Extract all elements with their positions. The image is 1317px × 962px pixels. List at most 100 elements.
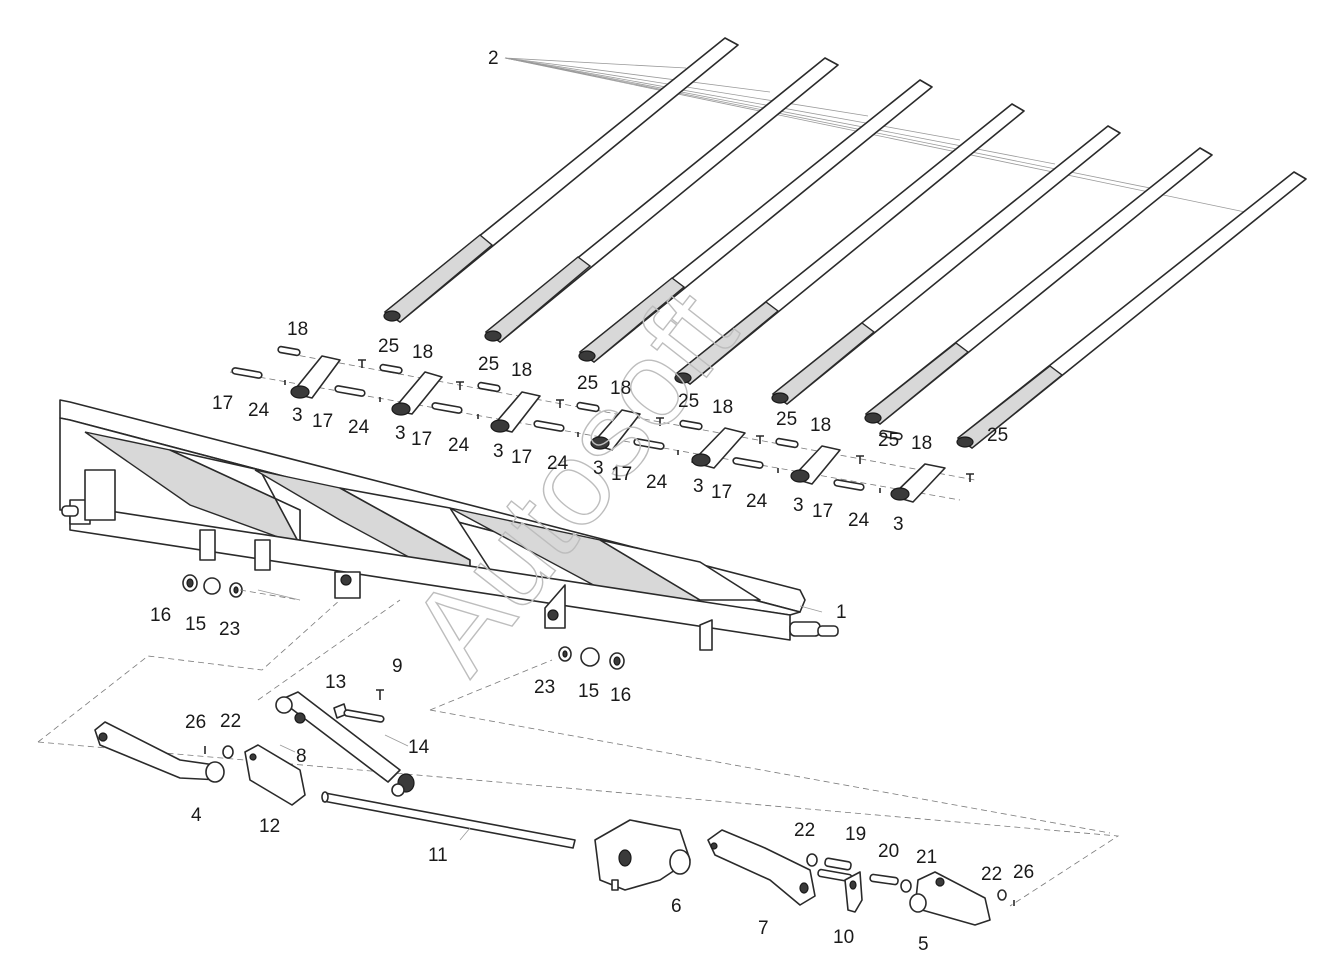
callout-14: 14 <box>408 737 430 758</box>
callout-17-g: 17 <box>812 501 833 522</box>
callout-3-a: 3 <box>292 405 303 426</box>
callout-25-d: 25 <box>678 391 699 412</box>
tine-7 <box>956 171 1307 449</box>
holder-6 <box>732 437 841 485</box>
callout-18-e: 18 <box>712 397 733 418</box>
callout-17-c: 17 <box>411 429 432 450</box>
callout-20: 20 <box>878 841 899 862</box>
holders-row <box>231 345 974 503</box>
callout-25-c: 25 <box>577 373 598 394</box>
main-frame <box>59 399 839 651</box>
tine-5 <box>771 125 1121 405</box>
hub-6 <box>594 819 691 891</box>
callout-8: 8 <box>296 746 307 767</box>
callout-17-a: 17 <box>212 393 233 414</box>
callout-13: 13 <box>325 672 346 693</box>
callout-18-g: 18 <box>911 433 932 454</box>
callout-24-g: 24 <box>848 510 870 531</box>
pin-14 <box>343 709 385 723</box>
callout-17-d: 17 <box>511 447 532 468</box>
callout-24-f: 24 <box>746 491 768 512</box>
holder-4 <box>533 401 641 451</box>
callout-17-b: 17 <box>312 411 333 432</box>
callout-3-f: 3 <box>793 495 804 516</box>
callout-21: 21 <box>916 847 937 868</box>
tine-2 <box>484 57 839 343</box>
callout-3-g: 3 <box>893 514 904 535</box>
cylinder-8 <box>275 691 415 797</box>
shaft-11 <box>321 791 576 849</box>
bracket-12 <box>244 744 306 806</box>
washer-22-far <box>997 889 1007 901</box>
callout-6: 6 <box>671 896 682 917</box>
arm-7 <box>707 829 816 906</box>
cotter-pins <box>284 359 974 493</box>
callout-25-f: 25 <box>878 430 899 451</box>
holder-2 <box>334 363 443 416</box>
holder-1 <box>231 345 341 399</box>
callout-25-e: 25 <box>776 409 797 430</box>
callout-4: 4 <box>191 805 202 826</box>
lower-assembly <box>94 689 1015 926</box>
callout-24-a: 24 <box>248 400 270 421</box>
callout-19: 19 <box>845 824 866 845</box>
callout-5: 5 <box>918 934 929 955</box>
callout-25-b: 25 <box>478 354 499 375</box>
callout-2: 2 <box>488 48 499 69</box>
callout-17-f: 17 <box>711 482 732 503</box>
pin-9 <box>376 689 384 700</box>
callout-10: 10 <box>833 927 854 948</box>
callout-24-d: 24 <box>547 453 569 474</box>
callout-3-e: 3 <box>693 476 704 497</box>
callout-3-d: 3 <box>593 458 604 479</box>
callout-1: 1 <box>836 602 847 623</box>
assembly-lines <box>37 589 1120 907</box>
nuts-washers-left <box>182 574 243 598</box>
callout-25-g: 25 <box>987 425 1008 446</box>
callout-25-a: 25 <box>378 336 399 357</box>
holder-3 <box>431 381 541 433</box>
callout-labels: 2 18 25 18 25 18 25 18 25 18 25 18 25 18… <box>150 48 1034 955</box>
pin-20 <box>869 873 899 886</box>
callout-23-right: 23 <box>534 677 555 698</box>
pin-19 <box>824 857 852 871</box>
callout-18-a: 18 <box>287 319 308 340</box>
callout-24-e: 24 <box>646 472 668 493</box>
callout-18-c: 18 <box>511 360 532 381</box>
callout-15-right: 15 <box>578 681 599 702</box>
callout-16-left: 16 <box>150 605 171 626</box>
callout-3-c: 3 <box>493 441 504 462</box>
callout-16-right: 16 <box>610 685 631 706</box>
washer-21 <box>900 879 912 893</box>
callout-22-left: 22 <box>220 711 241 732</box>
callout-26-right: 26 <box>1013 862 1034 883</box>
callout-18-b: 18 <box>412 342 433 363</box>
tine-1 <box>383 37 739 323</box>
lever-4 <box>94 721 225 783</box>
lever-5 <box>909 871 991 926</box>
callout-11: 11 <box>428 845 448 866</box>
callout-leaders <box>257 589 823 841</box>
tine-3 <box>578 79 933 363</box>
washer-22-right <box>806 853 818 867</box>
callout-24-b: 24 <box>348 417 370 438</box>
callout-7: 7 <box>758 918 769 939</box>
callout-3-b: 3 <box>395 423 406 444</box>
nuts-washers-right <box>558 646 625 670</box>
callout-9: 9 <box>392 656 403 677</box>
holder-7 <box>833 429 946 503</box>
callout-17-e: 17 <box>611 464 632 485</box>
callout-26-left: 26 <box>185 712 206 733</box>
washer-22-left <box>222 745 234 759</box>
holder-5 <box>633 419 746 469</box>
callout-22-mid: 22 <box>794 820 815 841</box>
callout-12: 12 <box>259 816 280 837</box>
tine-6 <box>864 147 1213 425</box>
tine-4 <box>674 103 1025 385</box>
callout-23-left: 23 <box>219 619 240 640</box>
callout-18-f: 18 <box>810 415 831 436</box>
callout-24-c: 24 <box>448 435 470 456</box>
callout-18-d: 18 <box>610 378 631 399</box>
bracket-10 <box>844 871 863 913</box>
